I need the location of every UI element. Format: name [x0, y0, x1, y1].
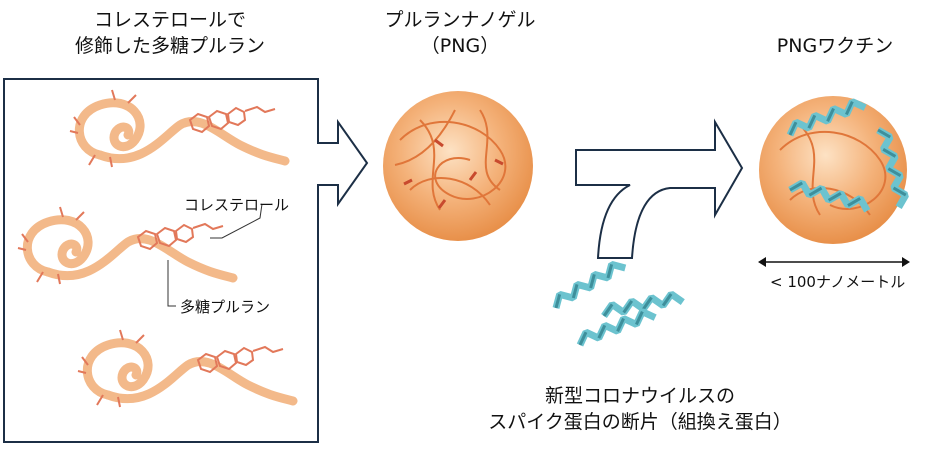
label-pullulan: 多糖プルラン	[180, 298, 271, 316]
title-right: PNGワクチン	[776, 35, 894, 57]
double-arrow-icon	[758, 257, 910, 267]
vaccine-sphere-icon	[759, 96, 908, 244]
cholesterol-callout-line	[210, 203, 263, 239]
protein-label-line2: スパイク蛋白の断片（組換え蛋白）	[488, 411, 792, 433]
nanogel-sphere-icon	[383, 91, 533, 241]
spike-protein-helix-icon	[551, 259, 683, 345]
title-center-line1: プルランナノゲル	[384, 9, 536, 31]
label-cholesterol: コレステロール	[184, 196, 290, 214]
curved-arrow-icon	[575, 118, 744, 259]
size-label: < 100ナノメートル	[770, 273, 906, 291]
title-left-line1: コレステロールで	[93, 9, 246, 31]
pullulan-callout-line	[167, 260, 176, 307]
title-center-line2: （PNG）	[420, 35, 500, 57]
protein-label-line1: 新型コロナウイルスの	[544, 385, 735, 407]
title-left-line2: 修飾した多糖プルラン	[74, 35, 265, 57]
